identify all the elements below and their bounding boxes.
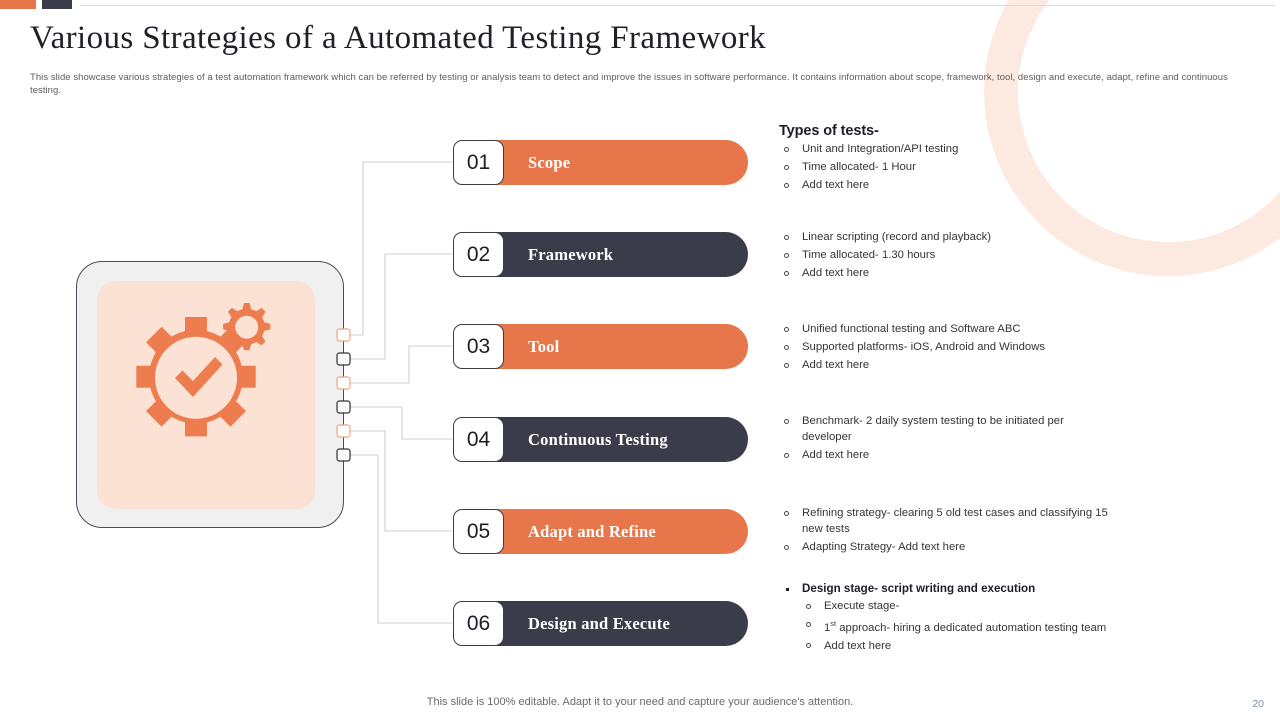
top-divider-line bbox=[80, 5, 1275, 6]
list-item: Add text here bbox=[779, 447, 1109, 463]
detail-list-1: Unit and Integration/API testing Time al… bbox=[779, 141, 1109, 193]
icon-card bbox=[76, 261, 344, 528]
detail-list-4: Benchmark- 2 daily system testing to be … bbox=[779, 413, 1109, 463]
step-number-1[interactable]: 01 bbox=[453, 140, 504, 185]
step-number-4[interactable]: 04 bbox=[453, 417, 504, 462]
list-item: Time allocated- 1.30 hours bbox=[779, 247, 1109, 263]
step-label-1: Scope bbox=[528, 152, 571, 172]
detail-list-6: Design stage- script writing and executi… bbox=[779, 581, 1109, 654]
page-subtitle: This slide showcase various strategies o… bbox=[30, 72, 1228, 96]
ordinal-number: 1 bbox=[824, 621, 831, 634]
step-number-3[interactable]: 03 bbox=[453, 324, 504, 369]
list-item: Add text here bbox=[801, 638, 1109, 654]
icon-card-panel bbox=[97, 281, 315, 509]
detail-block-3: Unified functional testing and Software … bbox=[779, 321, 1109, 375]
top-accent-bar-orange bbox=[0, 0, 36, 9]
list-item: Add text here bbox=[779, 177, 1109, 193]
step-number-6[interactable]: 06 bbox=[453, 601, 504, 646]
step-number-2[interactable]: 02 bbox=[453, 232, 504, 277]
detail-heading-1: Types of tests- bbox=[779, 123, 879, 139]
detail-list-2: Linear scripting (record and playback) T… bbox=[779, 229, 1109, 281]
step-label-2: Framework bbox=[528, 244, 614, 264]
page-title: Various Strategies of a Automated Testin… bbox=[30, 20, 767, 56]
list-item: Linear scripting (record and playback) bbox=[779, 229, 1109, 245]
top-accent-bar-dark bbox=[42, 0, 72, 9]
list-item: Adapting Strategy- Add text here bbox=[779, 539, 1109, 555]
list-item: Add text here bbox=[779, 357, 1109, 373]
detail-block-5: Refining strategy- clearing 5 old test c… bbox=[779, 505, 1109, 557]
list-item: Time allocated- 1 Hour bbox=[779, 159, 1109, 175]
detail-block-2: Linear scripting (record and playback) T… bbox=[779, 229, 1109, 283]
list-item: Refining strategy- clearing 5 old test c… bbox=[779, 505, 1109, 537]
step-label-3: Tool bbox=[528, 336, 560, 356]
detail-block-1: Types of tests- Unit and Integration/API… bbox=[779, 123, 1109, 195]
detail-block-4: Benchmark- 2 daily system testing to be … bbox=[779, 413, 1109, 465]
detail-block-6: Design stage- script writing and executi… bbox=[779, 581, 1109, 656]
page-number: 20 bbox=[1252, 698, 1264, 710]
step-label-4: Continuous Testing bbox=[528, 429, 668, 449]
list-item: Execute stage- bbox=[801, 598, 1109, 614]
gear-check-icon bbox=[97, 281, 315, 509]
ordinal-rest: approach- hiring a dedicated automation … bbox=[836, 621, 1107, 634]
detail-sublist-6: Execute stage- 1st approach- hiring a de… bbox=[801, 598, 1109, 654]
step-number-5[interactable]: 05 bbox=[453, 509, 504, 554]
list-item-lead: Design stage- script writing and executi… bbox=[779, 581, 1109, 597]
ordinal-suffix: st bbox=[830, 619, 837, 628]
list-item: Benchmark- 2 daily system testing to be … bbox=[779, 413, 1109, 445]
list-item: Add text here bbox=[779, 265, 1109, 281]
detail-list-3: Unified functional testing and Software … bbox=[779, 321, 1109, 373]
step-label-6: Design and Execute bbox=[528, 613, 671, 633]
footer-note: This slide is 100% editable. Adapt it to… bbox=[426, 696, 854, 708]
list-item: Unified functional testing and Software … bbox=[779, 321, 1109, 337]
list-item-ordinal: 1st approach- hiring a dedicated automat… bbox=[801, 616, 1109, 636]
list-item: Supported platforms- iOS, Android and Wi… bbox=[779, 339, 1109, 355]
list-item: Unit and Integration/API testing bbox=[779, 141, 1109, 157]
detail-list-5: Refining strategy- clearing 5 old test c… bbox=[779, 505, 1109, 555]
step-label-5: Adapt and Refine bbox=[528, 521, 656, 541]
